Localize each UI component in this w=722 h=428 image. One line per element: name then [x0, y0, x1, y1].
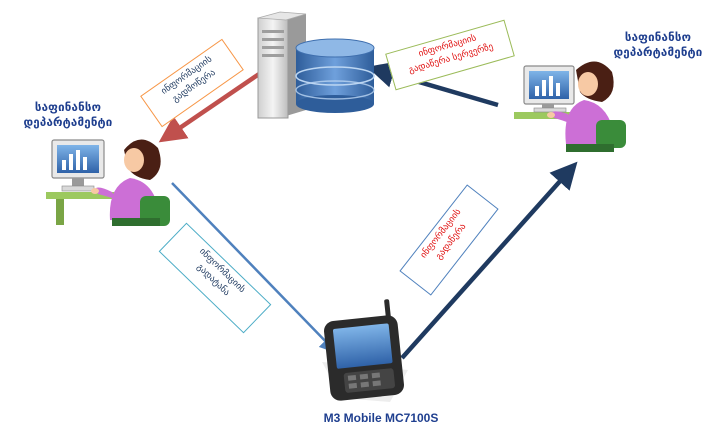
person-at-computer-right [514, 61, 626, 152]
mobile-terminal-icon [322, 299, 408, 402]
device-model-label: M3 Mobile MC7100S [323, 411, 439, 425]
arrow-device-to-right-dept [400, 161, 578, 360]
database-icon [295, 38, 375, 113]
arrow-server-to-left-dept [158, 70, 264, 143]
arrow-left-dept-to-device [171, 182, 338, 354]
department-label-right: საფინანსო დეპარტამენტი [600, 30, 716, 60]
department-right-line1: საფინანსო [624, 30, 692, 44]
department-right-line2: დეპარტამენტი [613, 45, 703, 59]
person-at-computer-left [46, 139, 170, 226]
department-left-line2: დეპარტამენტი [23, 115, 113, 129]
department-label-left: საფინანსო დეპარტამენტი [8, 100, 128, 130]
department-left-line1: საფინანსო [34, 100, 102, 114]
